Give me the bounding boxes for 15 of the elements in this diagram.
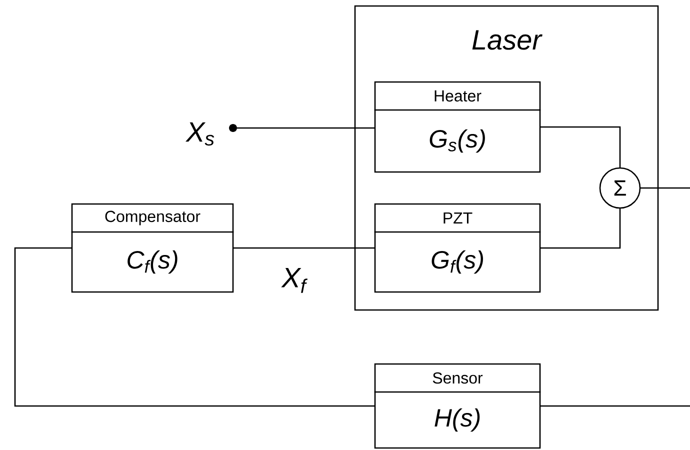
connector-line	[540, 208, 621, 249]
block-box: Heater G$_{s}$(s)	[374, 81, 541, 173]
input-terminal	[229, 124, 237, 132]
signal-label: X$_{s}$	[186, 122, 214, 146]
connector-line	[640, 187, 690, 189]
connector-line	[237, 127, 375, 129]
summing-junction: Σ	[599, 167, 641, 209]
signal-label: X$_{f}$	[281, 268, 308, 293]
connector-line	[540, 405, 690, 407]
connector-line	[540, 126, 621, 168]
block-box: PZT G$_{f}$(s)	[374, 203, 541, 293]
connector-line	[14, 247, 375, 407]
block-box: Compensator C$_{f}$(s)	[71, 203, 234, 293]
connector-line	[233, 247, 375, 249]
block-box: Sensor H(s)	[374, 363, 541, 449]
